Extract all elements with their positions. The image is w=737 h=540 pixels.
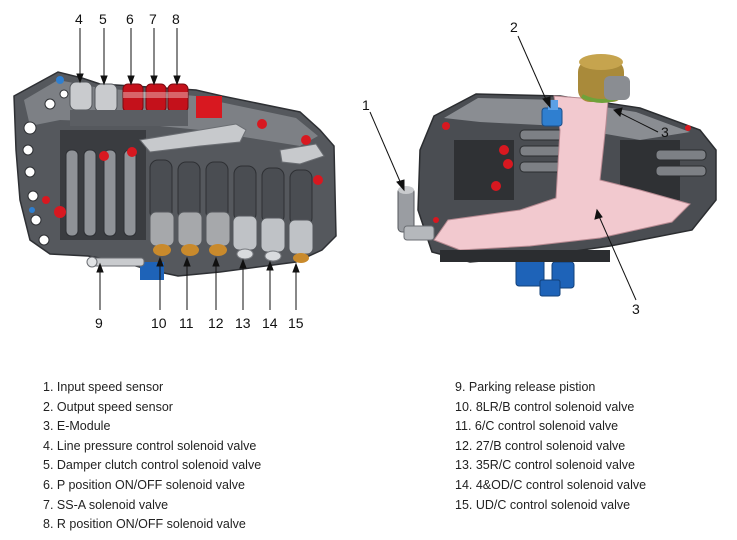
callout-10: 10 — [151, 315, 167, 331]
callout-12: 12 — [208, 315, 224, 331]
solenoid-10 — [149, 211, 175, 247]
top-solenoid-row — [69, 81, 189, 126]
legend-item: 6. P position ON/OFF solenoid valve — [43, 477, 245, 492]
callout-3-top: 3 — [661, 124, 669, 140]
callout-7: 7 — [149, 11, 157, 27]
legend-item: 3. E-Module — [43, 419, 111, 434]
callout-5: 5 — [99, 11, 107, 27]
callout-6: 6 — [126, 11, 134, 27]
legend-item: 9. Parking release pistion — [455, 380, 596, 394]
callout-4: 4 — [75, 11, 83, 27]
callout-8: 8 — [172, 11, 180, 27]
legend-item: 15. UD/C control solenoid valve — [455, 497, 631, 512]
left-bores — [65, 149, 137, 237]
solenoid-14 — [260, 217, 286, 253]
e-module — [433, 95, 691, 251]
leader-lines — [76, 28, 659, 310]
legend-item: 2. Output speed sensor — [43, 399, 173, 414]
left-frame-holes — [22, 89, 69, 246]
callout-9: 9 — [95, 315, 103, 331]
solenoid-11 — [177, 211, 203, 247]
valve-body-right — [397, 54, 717, 297]
solenoid-4 — [69, 81, 93, 111]
legend-item: 10. 8LR/B control solenoid valve — [455, 399, 635, 414]
valve-body-diagram: 4 5 6 7 8 9 10 11 12 13 14 15 2 1 3 3 — [13, 11, 717, 331]
solenoid-caps — [149, 211, 314, 263]
left-bracket — [139, 123, 247, 153]
legend-item: 8. R position ON/OFF solenoid valve — [43, 517, 246, 532]
right-red-plugs — [433, 122, 691, 223]
legend-item: 14. 4&OD/C control solenoid valve — [455, 477, 647, 492]
legend-item: 7. SS-A solenoid valve — [43, 497, 169, 512]
solenoid-12 — [205, 211, 231, 247]
solenoid-5 — [94, 83, 118, 113]
connector-plug — [578, 54, 630, 103]
left-blue-plugs — [29, 76, 64, 213]
callout-14: 14 — [262, 315, 278, 331]
valve-body-left — [13, 71, 337, 280]
legend-left: 1. Input speed sensor 2. Output speed se… — [43, 378, 261, 535]
callout-13: 13 — [235, 315, 251, 331]
legend-item: 11. 6/C control solenoid valve — [455, 419, 619, 434]
legend-right: 9. Parking release pistion 10. 8LR/B con… — [455, 378, 646, 515]
left-red-plugs — [42, 119, 323, 218]
output-speed-sensor — [541, 100, 563, 127]
legend-item: 1. Input speed sensor — [43, 380, 164, 394]
legend-item: 4. Line pressure control solenoid valve — [43, 438, 257, 453]
solenoid-15 — [288, 219, 314, 255]
legend-item: 12. 27/B control solenoid valve — [455, 438, 626, 453]
lower-solenoid-bodies — [149, 159, 313, 227]
input-speed-sensor — [397, 186, 435, 241]
callout-2: 2 — [510, 19, 518, 35]
parking-release-piston — [86, 256, 145, 268]
callout-11: 11 — [179, 315, 194, 331]
callout-numbers: 4 5 6 7 8 9 10 11 12 13 14 15 2 1 3 3 — [75, 11, 669, 331]
right-lower-edge — [440, 250, 610, 262]
callout-3-bottom: 3 — [632, 301, 640, 317]
right-bottom-connectors — [515, 255, 575, 297]
callout-1: 1 — [362, 97, 370, 113]
callout-15: 15 — [288, 315, 304, 331]
red-block — [196, 96, 222, 118]
legend-item: 13. 35R/C control solenoid valve — [455, 458, 635, 473]
legend-item: 5. Damper clutch control solenoid valve — [43, 458, 262, 473]
left-bracket-2 — [279, 143, 325, 165]
solenoid-13 — [232, 215, 258, 251]
